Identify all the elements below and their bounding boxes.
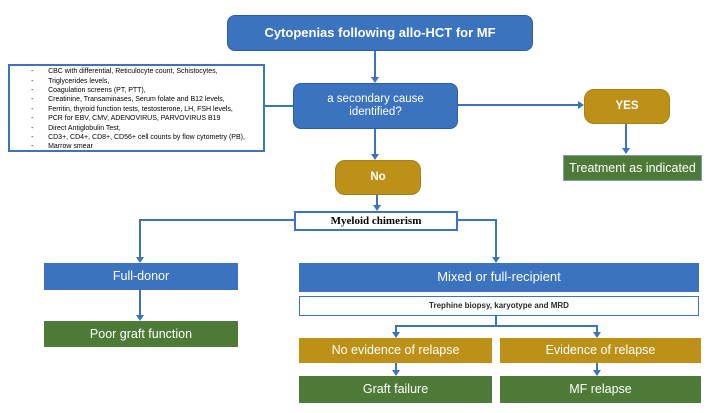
arrowhead-down-icon xyxy=(136,257,144,263)
connector-trephine-stub xyxy=(495,316,497,327)
connector-split-left-v xyxy=(395,325,397,332)
connector-split-h xyxy=(395,325,598,327)
dash-bullet: - xyxy=(31,68,34,76)
workup-item: - Creatinine, Transaminases, Serum folate… xyxy=(26,95,245,104)
connector-noevidence-to-graftfailure xyxy=(395,363,397,370)
dash-bullet: - xyxy=(31,134,34,142)
workup-item-text: CD3+, CD4+, CD8+, CD56+ cell counts by f… xyxy=(48,134,245,142)
workup-item-text: Creatinine, Transaminases, Serum folate … xyxy=(48,96,225,104)
node-trephine-biopsy: Trephine biopsy, karyotype and MRD xyxy=(299,296,699,316)
connector-myeloid-right-v xyxy=(495,219,497,257)
workup-item: - PCR for EBV, CMV, ADENOVIRUS, PARVOVIRU… xyxy=(26,114,245,123)
workup-item: - Marrow smear xyxy=(26,142,245,151)
dash-bullet: - xyxy=(31,115,34,123)
dash-bullet: - xyxy=(31,77,34,85)
dash-bullet: - xyxy=(31,105,34,113)
connector-fulldonor-to-poorgraft xyxy=(139,290,141,315)
connector-title-to-secondary xyxy=(374,51,376,77)
connector-myeloid-left-h xyxy=(140,219,294,221)
node-title-cytopenias: Cytopenias following allo-HCT for MF xyxy=(227,15,533,51)
node-no: No xyxy=(335,160,421,195)
connector-myeloid-right-h xyxy=(458,219,497,221)
node-no-evidence-of-relapse: No evidence of relapse xyxy=(299,338,492,363)
node-mixed-or-full-recipient: Mixed or full-recipient xyxy=(299,263,699,292)
arrowhead-down-icon xyxy=(622,148,630,154)
node-graft-failure: Graft failure xyxy=(299,376,492,403)
workup-item: - CD3+, CD4+, CD8+, CD56+ cell counts by … xyxy=(26,133,245,142)
node-evidence-of-relapse: Evidence of relapse xyxy=(500,338,701,363)
arrowhead-down-icon xyxy=(392,370,400,376)
workup-item: - Triglycerides levels, xyxy=(26,77,245,86)
workup-item: - CBC with differential, Reticulocyte cou… xyxy=(26,67,245,76)
arrowhead-down-icon xyxy=(492,257,500,263)
arrowhead-down-icon xyxy=(392,332,400,338)
workup-list-box: - CBC with differential, Reticulocyte cou… xyxy=(8,64,265,152)
connector-secondary-to-no xyxy=(374,129,376,154)
dash-bullet: - xyxy=(31,86,34,94)
connector-no-to-myeloid xyxy=(376,195,378,205)
arrowhead-down-icon xyxy=(371,154,379,160)
workup-item-text: Coagulation screens (PT, PTT), xyxy=(48,86,146,94)
node-mf-relapse: MF relapse xyxy=(500,376,701,403)
arrowhead-down-icon xyxy=(373,205,381,211)
workup-item-text: Direct Antiglobulin Test, xyxy=(48,124,121,132)
arrowhead-right-icon xyxy=(578,101,584,109)
workup-list: - CBC with differential, Reticulocyte cou… xyxy=(24,64,249,152)
workup-item-text: Triglycerides levels, xyxy=(48,77,110,85)
arrowhead-down-icon xyxy=(136,315,144,321)
connector-myeloid-left-v xyxy=(139,219,141,257)
workup-item-text: CBC with differential, Reticulocyte coun… xyxy=(48,68,218,76)
arrowhead-down-icon xyxy=(593,370,601,376)
workup-item: - Direct Antiglobulin Test, xyxy=(26,124,245,133)
node-full-donor: Full-donor xyxy=(44,263,238,290)
arrowhead-down-icon xyxy=(593,332,601,338)
workup-item: - Ferritin, thyroid function tests, testo… xyxy=(26,105,245,114)
connector-secondary-to-yes xyxy=(458,104,578,106)
dash-bullet: - xyxy=(31,96,34,104)
connector-split-right-v xyxy=(596,325,598,332)
connector-workup-to-secondary xyxy=(264,105,293,107)
dash-bullet: - xyxy=(31,124,34,132)
dash-bullet: - xyxy=(31,143,34,151)
node-treatment-as-indicated: Treatment as indicated xyxy=(563,155,702,181)
node-myeloid-chimerism: Myeloid chimerism xyxy=(294,211,458,231)
node-yes: YES xyxy=(584,89,670,124)
connector-yes-to-treatment xyxy=(625,124,627,148)
node-poor-graft-function: Poor graft function xyxy=(44,321,238,347)
node-secondary-cause: a secondary cause identified? xyxy=(293,83,458,129)
arrowhead-down-icon xyxy=(371,77,379,83)
workup-item-text: Marrow smear xyxy=(48,143,93,151)
connector-evidence-to-mfrelapse xyxy=(596,363,598,370)
workup-item-text: PCR for EBV, CMV, ADENOVIRUS, PARVOVIRUS… xyxy=(48,115,221,123)
workup-item: - Coagulation screens (PT, PTT), xyxy=(26,86,245,95)
workup-item-text: Ferritin, thyroid function tests, testos… xyxy=(48,105,233,113)
